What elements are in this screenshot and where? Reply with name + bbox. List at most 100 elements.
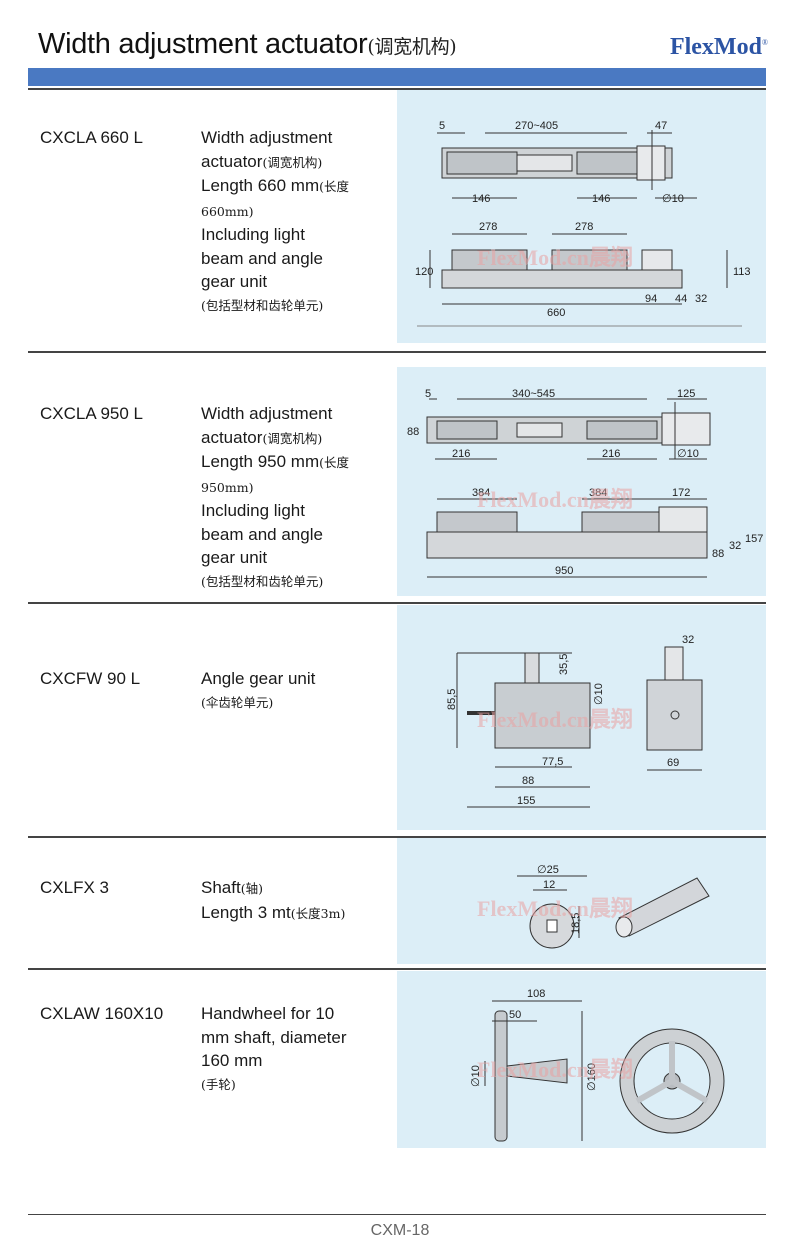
desc-line: beam and angle	[201, 524, 323, 544]
item-code: CXCLA 950 L	[40, 404, 144, 423]
dim-label: 172	[672, 487, 690, 499]
title-cn: (调宽机构)	[367, 36, 457, 58]
desc-line: Width adjustment	[201, 404, 333, 423]
drawing-panel: 5 270~405 47 146 146 ∅10 278 278 120 113…	[397, 90, 766, 343]
dim-label: 69	[667, 757, 679, 769]
desc-cn: (手轮)	[201, 1076, 236, 1092]
desc-line: Width adjustment	[201, 128, 333, 147]
dim-label: 216	[452, 448, 470, 460]
watermark: FlexMod.cn晨翔	[477, 487, 633, 512]
dim-label: 50	[509, 1009, 521, 1021]
technical-drawing: 108 50 ∅10 ∅160 FlexMod.cn晨翔	[470, 988, 725, 1142]
desc-cn: (调宽机构)	[262, 154, 323, 170]
watermark: FlexMod.cn晨翔	[477, 245, 633, 270]
item-description: Shaft(轴) Length 3 mt(长度3m)	[201, 876, 401, 925]
dim-label: 340~545	[512, 388, 555, 400]
desc-line: beam and angle	[201, 248, 323, 268]
desc-text: Length 660 mm	[201, 176, 320, 195]
dim-label: 113	[733, 266, 751, 278]
item-description: Width adjustment actuator(调宽机构) Length 6…	[201, 126, 401, 317]
technical-drawing: 5 340~545 125 88 216 216 ∅10 384 384 172…	[407, 388, 763, 578]
dim-label: 384	[589, 487, 607, 499]
item-description: Width adjustment actuator(调宽机构) Length 9…	[201, 402, 401, 593]
watermark: FlexMod.cn晨翔	[477, 896, 633, 921]
dim-label: 44	[675, 293, 687, 305]
desc-cn: (长度3m)	[290, 905, 346, 921]
dim-label: 5	[425, 388, 431, 400]
divider	[28, 602, 766, 604]
dim-label: 660	[547, 307, 565, 319]
desc-line: Length 3 mt(长度3m)	[201, 901, 401, 926]
desc-line: gear unit	[201, 272, 268, 291]
desc-line: Angle gear unit	[201, 669, 316, 688]
desc-cn: (长度950mm)	[201, 455, 350, 495]
dim-label: 85,5	[446, 689, 458, 710]
dim-label: 108	[527, 988, 545, 1000]
dim-label: 5	[439, 120, 445, 132]
item-description: Angle gear unit (伞齿轮单元)	[201, 667, 401, 714]
dim-label: 216	[602, 448, 620, 460]
drawing-panel: ∅25 12 18,5 FlexMod.cn晨翔	[397, 838, 766, 964]
dim-label: 278	[575, 221, 593, 233]
divider	[28, 351, 766, 353]
dim-label: 120	[415, 266, 433, 278]
desc-line: Including light	[201, 501, 305, 520]
dim-label: ∅25	[537, 864, 559, 876]
desc-line: Length 660 mm(长度660mm)	[201, 174, 401, 223]
title-text: Width adjustment actuator	[38, 28, 368, 60]
desc-cn: (调宽机构)	[262, 430, 323, 446]
desc-cn: (包括型材和齿轮单元)	[201, 297, 324, 313]
desc-line: 160 mm	[201, 1051, 263, 1070]
dim-label: 18,5	[570, 913, 582, 934]
divider	[28, 836, 766, 838]
item-code: CXLAW 160X10	[40, 1004, 164, 1023]
desc-text: actuator	[201, 427, 263, 447]
dim-label: 278	[479, 221, 497, 233]
dim-label: 157	[745, 533, 763, 545]
item-code: CXLFX 3	[40, 878, 109, 897]
dim-label: 47	[655, 120, 667, 132]
dim-label: ∅10	[662, 193, 684, 205]
watermark: FlexMod.cn晨翔	[477, 707, 633, 732]
item-description: Handwheel for 10 mm shaft, diameter 160 …	[201, 1002, 401, 1096]
desc-line: Shaft(轴)	[201, 876, 401, 901]
page-title: Width adjustment actuator(调宽机构)	[38, 28, 457, 61]
desc-line: actuator(调宽机构)	[201, 426, 401, 451]
desc-text: Length 950 mm	[201, 452, 320, 471]
desc-line: Length 950 mm(长度950mm)	[201, 450, 401, 499]
dim-label: 146	[592, 193, 610, 205]
watermark: FlexMod.cn晨翔	[477, 1057, 633, 1082]
dim-label: 88	[712, 548, 724, 560]
desc-line: gear unit	[201, 548, 268, 567]
drawing-panel: 5 340~545 125 88 216 216 ∅10 384 384 172…	[397, 367, 766, 596]
brand-name: FlexMod	[669, 34, 762, 60]
brand-mark: ®	[761, 38, 768, 47]
desc-text: Length 3 mt	[201, 902, 291, 922]
desc-line: mm shaft, diameter	[201, 1027, 347, 1047]
dim-label: ∅10	[677, 448, 699, 460]
dim-label: 146	[472, 193, 490, 205]
technical-drawing: 5 270~405 47 146 146 ∅10 278 278 120 113…	[415, 120, 751, 327]
dim-label: ∅160	[586, 1063, 598, 1091]
dim-label: 77,5	[542, 756, 563, 768]
desc-line: actuator(调宽机构)	[201, 150, 401, 175]
dim-label: 384	[472, 487, 490, 499]
technical-drawing: ∅25 12 18,5 FlexMod.cn晨翔	[477, 864, 710, 949]
desc-cn: (轴)	[240, 881, 263, 896]
dim-label: 88	[522, 775, 534, 787]
drawing-panel: 32 35,5 85,5 ∅10 77,5 69 88 155 FlexMod.…	[397, 605, 766, 830]
drawing-panel: 108 50 ∅10 ∅160 FlexMod.cn晨翔	[397, 971, 766, 1148]
desc-text: Shaft	[201, 878, 241, 897]
desc-text: actuator	[201, 151, 263, 171]
dim-label: 32	[695, 293, 707, 305]
divider-top	[28, 88, 766, 90]
dim-label: 270~405	[515, 120, 558, 132]
dim-label: 88	[407, 426, 419, 438]
brand-logo: FlexMod®	[670, 34, 768, 61]
dim-label: 155	[517, 795, 535, 807]
header-bar	[28, 68, 766, 86]
technical-drawing: 32 35,5 85,5 ∅10 77,5 69 88 155 FlexMod.…	[446, 634, 703, 808]
dim-label: ∅10	[470, 1065, 482, 1087]
item-code: CXCFW 90 L	[40, 669, 141, 688]
dim-label: 35,5	[558, 654, 570, 675]
